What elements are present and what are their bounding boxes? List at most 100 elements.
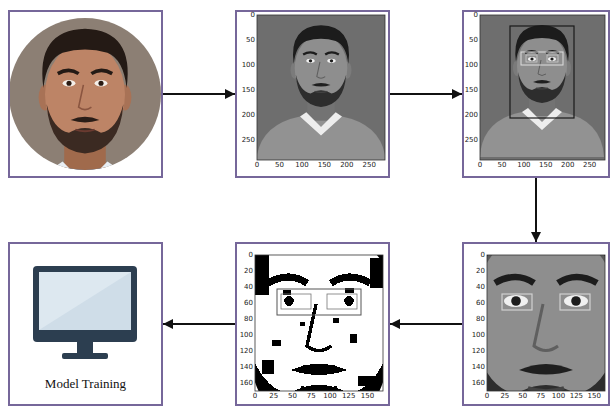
plot-panel: 0204060801001201401600255075100125150 xyxy=(235,242,390,406)
plot-frame xyxy=(487,255,605,391)
y-axis-tick: 250 xyxy=(465,136,478,144)
y-axis-tick: 0 xyxy=(249,251,253,259)
plot-frame xyxy=(257,15,385,160)
x-axis-tick: 125 xyxy=(342,392,355,400)
x-axis-tick: 50 xyxy=(497,161,506,169)
y-axis-tick: 100 xyxy=(472,331,485,339)
eye-region-box xyxy=(521,52,563,65)
image-panel: Model Training xyxy=(8,242,163,406)
monitor-icon xyxy=(33,266,137,359)
y-axis-tick: 20 xyxy=(244,267,253,275)
y-axis-tick: 20 xyxy=(476,267,485,275)
y-axis-tick: 0 xyxy=(474,11,478,19)
face-figure xyxy=(257,25,385,160)
eye-box xyxy=(560,294,590,310)
y-axis-tick: 60 xyxy=(476,299,485,307)
y-axis-tick: 160 xyxy=(240,379,253,387)
y-axis-tick: 140 xyxy=(472,363,485,371)
face-figure xyxy=(255,255,383,391)
cropped-face-plot xyxy=(360,199,613,408)
x-axis-tick: 0 xyxy=(253,392,257,400)
x-axis-tick: 150 xyxy=(318,161,331,169)
monitor-neck xyxy=(77,342,93,354)
y-axis-tick: 150 xyxy=(465,86,478,94)
detection-plot xyxy=(480,15,605,160)
x-axis-tick: 150 xyxy=(361,392,374,400)
monitor-base xyxy=(62,353,108,359)
y-axis-tick: 140 xyxy=(240,363,253,371)
x-axis-tick: 75 xyxy=(536,392,545,400)
x-axis-tick: 250 xyxy=(363,161,376,169)
x-axis-tick: 50 xyxy=(275,161,284,169)
y-axis-tick: 100 xyxy=(465,61,478,69)
y-axis-tick: 50 xyxy=(246,36,255,44)
x-axis-tick: 150 xyxy=(588,392,601,400)
x-axis-tick: 100 xyxy=(295,161,308,169)
x-axis-tick: 250 xyxy=(583,161,596,169)
eye-box xyxy=(547,55,558,62)
flow-arrow xyxy=(390,323,462,325)
flow-arrow xyxy=(390,93,462,95)
y-axis-tick: 100 xyxy=(242,61,255,69)
x-axis-tick: 0 xyxy=(485,392,489,400)
x-axis-tick: 75 xyxy=(307,392,316,400)
x-axis-tick: 25 xyxy=(269,392,278,400)
y-axis-tick: 200 xyxy=(465,111,478,119)
eye-box xyxy=(526,55,537,62)
y-axis-tick: 250 xyxy=(242,136,255,144)
plot-panel: 0 50 100 150 200 250 0 50 100 150 200 250 xyxy=(462,10,610,178)
x-axis-tick: 125 xyxy=(570,392,583,400)
face-figure xyxy=(480,25,604,157)
y-axis-tick: 80 xyxy=(476,315,485,323)
eye-box xyxy=(281,294,311,309)
face-figure xyxy=(0,29,184,240)
x-axis-tick: 200 xyxy=(340,161,353,169)
flow-arrow xyxy=(535,178,537,242)
eye-box xyxy=(502,294,532,310)
y-axis-tick: 50 xyxy=(469,36,478,44)
y-axis-tick: 120 xyxy=(472,347,485,355)
screen-shine xyxy=(39,272,131,330)
y-axis-tick: 100 xyxy=(240,331,253,339)
texture-plot xyxy=(133,199,505,408)
monitor-frame xyxy=(33,266,137,342)
x-axis-tick: 100 xyxy=(517,161,530,169)
portrait-photo xyxy=(0,0,184,240)
monitor-screen xyxy=(39,272,131,330)
flow-arrow xyxy=(163,93,235,95)
x-axis-tick: 50 xyxy=(288,392,297,400)
eye-region-box xyxy=(277,289,361,315)
y-axis-tick: 120 xyxy=(240,347,253,355)
x-axis-tick: 150 xyxy=(539,161,552,169)
x-axis-tick: 0 xyxy=(255,161,259,169)
face-box xyxy=(510,26,574,118)
plot-panel: 0204060801001201401600255075100125150 xyxy=(462,242,610,406)
x-axis-tick: 50 xyxy=(518,392,527,400)
y-axis-tick: 160 xyxy=(472,379,485,387)
x-axis-tick: 100 xyxy=(323,392,336,400)
y-axis-tick: 60 xyxy=(244,299,253,307)
y-axis-tick: 0 xyxy=(251,11,255,19)
texture-patches xyxy=(255,255,383,386)
plot-frame xyxy=(255,255,383,391)
y-axis-tick: 0 xyxy=(481,251,485,259)
x-axis-tick: 0 xyxy=(478,161,482,169)
y-axis-tick: 40 xyxy=(476,283,485,291)
eye-box xyxy=(327,294,357,309)
node-label: Model Training xyxy=(45,376,126,391)
y-axis-tick: 200 xyxy=(242,111,255,119)
x-axis-tick: 25 xyxy=(500,392,509,400)
x-axis-tick: 100 xyxy=(552,392,565,400)
y-axis-tick: 80 xyxy=(244,315,253,323)
plot-panel: 0 50 100 150 200 250 0 50 100 150 200 250 xyxy=(235,10,390,178)
x-axis-tick: 200 xyxy=(561,161,574,169)
flow-arrow xyxy=(163,323,235,325)
y-axis-tick: 40 xyxy=(244,283,253,291)
plot-background xyxy=(480,15,605,160)
y-axis-tick: 150 xyxy=(242,86,255,94)
grayscale-plot xyxy=(256,15,386,164)
image-panel xyxy=(8,10,163,178)
